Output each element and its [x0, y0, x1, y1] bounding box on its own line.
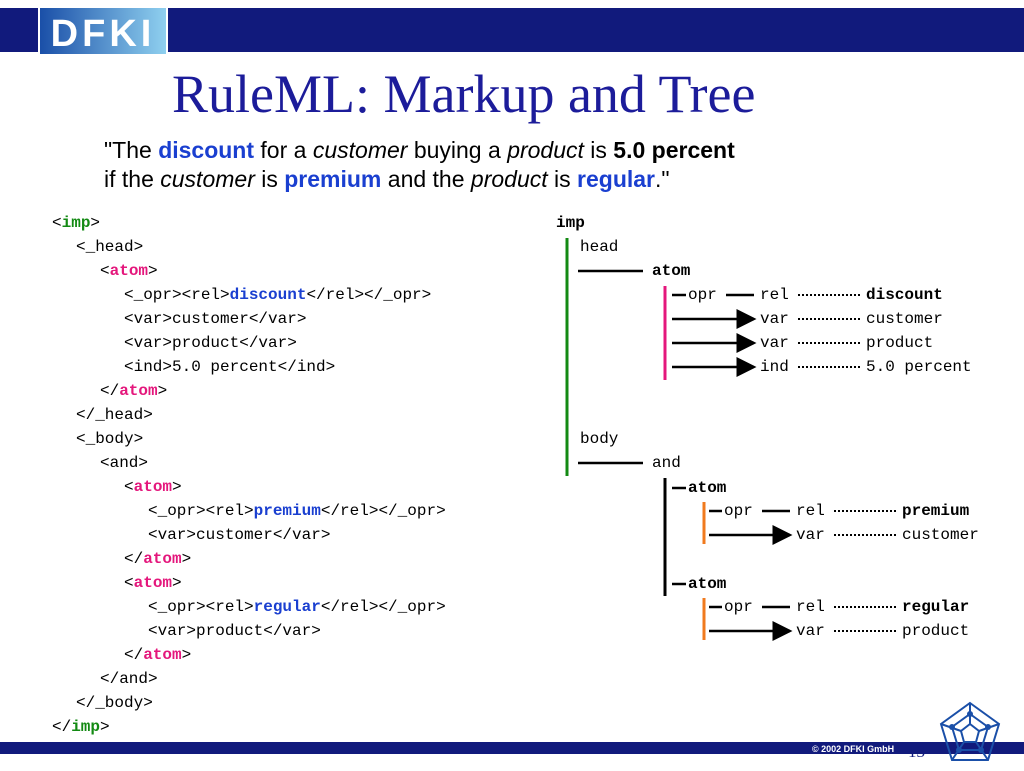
tree-atom: atom [652, 262, 691, 280]
copyright-text: © 2002 DFKI GmbH [812, 744, 895, 754]
tree-var: var [796, 526, 825, 544]
svg-text:DFKI: DFKI [51, 13, 156, 54]
markup-line: <_opr><rel>discount</rel></_opr> [124, 286, 432, 304]
tree-rel: rel [796, 598, 825, 616]
rule-sentence: "The discount for a customer buying a pr… [104, 137, 735, 192]
tree-opr: opr [724, 598, 753, 616]
tree-ind: ind [760, 358, 789, 376]
tree-body: body [580, 430, 619, 448]
markup-line: <atom> [100, 262, 158, 280]
tree-atom: atom [688, 479, 727, 497]
tree-imp: imp [556, 214, 585, 232]
tree-var: var [760, 310, 789, 328]
tree-product: product [902, 622, 970, 640]
tree-atom: atom [688, 575, 727, 593]
tree-discount: discount [866, 286, 943, 304]
tree-rel: rel [760, 286, 789, 304]
markup-line: <var>customer</var> [124, 310, 307, 328]
tree-customer: customer [902, 526, 979, 544]
dfki-logo-graphic: DFKI [40, 8, 166, 54]
tree-rel: rel [796, 502, 825, 520]
tree-head: head [580, 238, 619, 256]
markup-line: <var>product</var> [148, 622, 321, 640]
tree-and: and [652, 454, 681, 472]
markup-line: <_body> [76, 430, 144, 448]
markup-line: <and> [100, 454, 149, 472]
markup-line: <atom> [124, 478, 182, 496]
markup-line: <var>customer</var> [148, 526, 331, 544]
tree-premium: premium [902, 502, 970, 520]
tree-opr: opr [688, 286, 717, 304]
pentagon-logo-graphic [939, 701, 1001, 761]
tree-product: product [866, 334, 934, 352]
markup-line: </_body> [76, 694, 153, 712]
pentagon-logo-icon [938, 700, 1002, 771]
markup-line: </atom> [124, 550, 192, 568]
page-number: 13 [908, 742, 925, 761]
tree-regular: regular [902, 598, 970, 616]
markup-line: </and> [100, 670, 158, 688]
dfki-logo: DFKI [38, 6, 168, 56]
tree-var: var [796, 622, 825, 640]
bottom-banner [0, 742, 1024, 754]
tree-var: var [760, 334, 789, 352]
markup-line: <_opr><rel>regular</rel></_opr> [148, 598, 446, 616]
markup-line: <ind>5.0 percent</ind> [124, 358, 336, 376]
markup-line: <_opr><rel>premium</rel></_opr> [148, 502, 446, 520]
markup-line: </_head> [76, 406, 153, 424]
markup-line: <_head> [76, 238, 144, 256]
markup-line: <atom> [124, 574, 182, 592]
markup-line: </atom> [100, 382, 168, 400]
slide-title: RuleML: Markup and Tree [172, 64, 756, 124]
tree-opr: opr [724, 502, 753, 520]
top-banner [0, 8, 1024, 52]
tree-customer: customer [866, 310, 943, 328]
markup-line: </imp> [52, 718, 110, 736]
tree-percent: 5.0 percent [866, 358, 972, 376]
markup-line: </atom> [124, 646, 192, 664]
markup-line: <var>product</var> [124, 334, 297, 352]
markup-line: <imp> [52, 214, 101, 232]
